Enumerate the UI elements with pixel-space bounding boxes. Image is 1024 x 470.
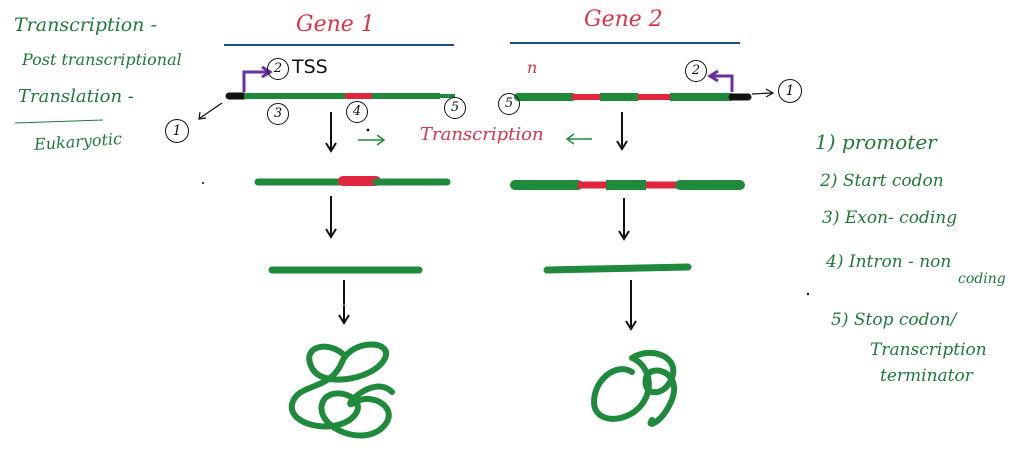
gene1-marker-intron-circle: 4	[346, 101, 368, 123]
note-transcription: Transcription -	[14, 14, 157, 36]
legend-item-intron-coding: coding	[958, 271, 1006, 287]
legend-item-stop-codon: 5) Stop codon/	[831, 310, 957, 330]
legend-item-terminator: terminator	[880, 366, 973, 386]
gene1-dna	[198, 65, 455, 120]
legend-item-intron: 4) Intron - non	[826, 252, 952, 272]
gene2-dna	[514, 69, 775, 101]
gene2-mark-n: n	[527, 58, 538, 77]
note-translation: Translation -	[18, 86, 134, 107]
gene2-promoter-pointer	[751, 92, 773, 95]
gene1-marker-start: 2	[273, 61, 283, 76]
center-transcription-label: Transcription	[420, 124, 544, 145]
gene2-tss-arrow	[712, 74, 734, 92]
gene2-marker-promoter-circle: 1	[778, 79, 802, 103]
gene1-promoter-pointer	[199, 102, 223, 119]
gene1-marker-stop: 5	[450, 100, 460, 115]
gene2-flow-arrows	[616, 112, 637, 331]
gene1-tss-arrow	[242, 70, 268, 92]
legend-item-transcription: Transcription	[870, 340, 987, 360]
gene2-marker-stop-circle: 5	[498, 93, 520, 115]
gene1-pre-mrna	[254, 176, 451, 186]
gene2-marker-start: 2	[691, 63, 701, 78]
gene1-protein	[288, 341, 395, 439]
gene1-marker-exon-circle: 3	[267, 103, 289, 125]
note-post-transcriptional: Post transcriptional	[22, 50, 182, 69]
gene1-marker-promoter: 1	[172, 123, 182, 139]
gene1-marker-exon: 3	[273, 106, 283, 121]
center-arrows	[358, 128, 592, 146]
gene1-marker-stop-circle: 5	[444, 97, 466, 119]
gene1-marker-start-circle: 2	[267, 58, 289, 80]
gene2-title: Gene 2	[584, 7, 663, 32]
gene1-flow-arrows	[325, 112, 350, 325]
legend-item-exon: 3) Exon- coding	[822, 208, 958, 228]
gene1-tss-label: TSS	[292, 56, 328, 78]
legend-item-promoter: 1) promoter	[815, 130, 937, 154]
gene1-marker-promoter-circle: 1	[165, 119, 189, 143]
gene2-marker-promoter: 1	[785, 83, 795, 99]
gene1-marker-intron: 4	[352, 104, 362, 119]
legend-item-start-codon: 2) Start codon	[820, 171, 944, 191]
gene2-marker-stop: 5	[504, 96, 514, 111]
gene2-mature-mrna	[543, 263, 692, 274]
gene1-title: Gene 1	[296, 12, 375, 37]
gene2-protein	[591, 349, 678, 427]
gene2-marker-start-circle: 2	[685, 60, 707, 82]
